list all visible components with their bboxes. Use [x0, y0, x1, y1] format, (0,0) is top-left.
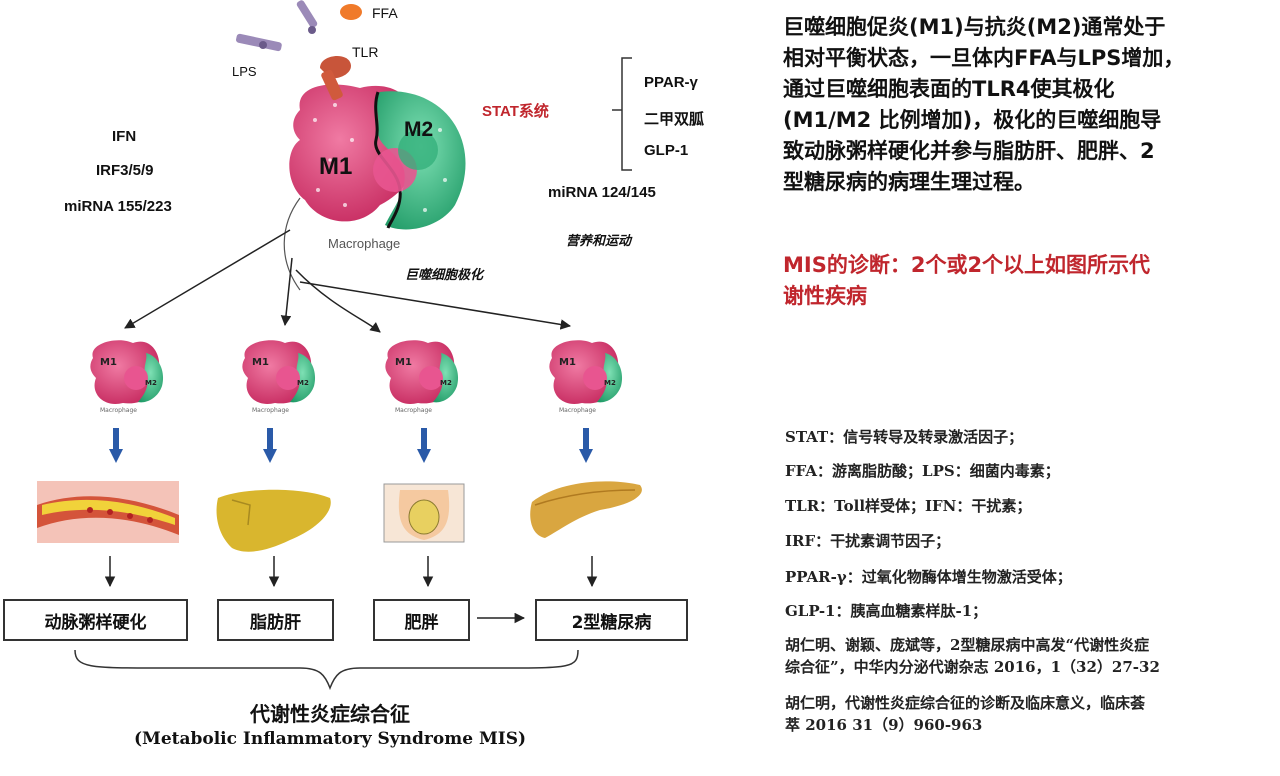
glossary-ffa-lps: FFA：游离脂肪酸；LPS：细菌内毒素； — [785, 462, 1060, 480]
macrophage-main — [289, 56, 466, 230]
small-m1-label: M1 — [100, 357, 117, 368]
left-factor-mirna: miRNA 155/223 — [64, 198, 172, 215]
macrophage-label: Macrophage — [328, 236, 401, 251]
reference-line: 胡仁明、谢颖、庞斌等，2型糖尿病中高发“代谢性炎症 — [785, 636, 1150, 654]
outcome-atherosclerosis: 动脉粥样硬化 — [3, 599, 188, 641]
reference-line: 萃 2016 31（9）960-963 — [785, 716, 983, 734]
description-paragraph: 巨噬细胞促炎(M1)与抗炎(M2)通常处于 相对平衡状态，一旦体内FFA与LPS… — [783, 12, 1253, 198]
right-factor-ppar: PPAR-γ — [644, 74, 698, 91]
small-m1-label: M1 — [395, 357, 412, 368]
mirna-right-label: miRNA 124/145 — [548, 184, 656, 201]
small-mac-label: Macrophage — [559, 407, 596, 414]
right-factor-glp1: GLP-1 — [644, 142, 689, 159]
small-m1-label: M1 — [252, 357, 269, 368]
reference-1: 胡仁明、谢颖、庞斌等，2型糖尿病中高发“代谢性炎症 综合征”，中华内分泌代谢杂志… — [785, 634, 1255, 678]
m2-label: M2 — [404, 118, 434, 141]
small-mac-label: Macrophage — [252, 407, 289, 414]
outcome-fatty-liver: 脂肪肝 — [217, 599, 334, 641]
tlr-label: TLR — [352, 44, 379, 60]
description-line: (M1/M2 比例增加)，极化的巨噬细胞导 — [783, 108, 1162, 132]
reference-line: 胡仁明，代谢性炎症综合征的诊断及临床意义，临床荟 — [785, 694, 1146, 712]
glossary-irf: IRF：干扰素调节因子； — [785, 532, 951, 550]
outcome-t2dm: 2型糖尿病 — [535, 599, 688, 641]
diagnosis-paragraph: MIS的诊断：2个或2个以上如图所示代 谢性疾病 — [783, 250, 1253, 312]
polarization-label: 巨噬细胞极化 — [405, 268, 484, 283]
small-mac-label: Macrophage — [100, 407, 137, 414]
syndrome-brace — [74, 649, 579, 691]
small-macrophage-3: M1 M2 Macrophage — [385, 340, 459, 414]
small-macrophage-2: M1 M2 Macrophage — [242, 340, 316, 414]
right-factor-metformin: 二甲双胍 — [644, 111, 705, 128]
syndrome-title: 代谢性炎症综合征 — [250, 702, 410, 726]
small-m2-label: M2 — [297, 379, 309, 387]
description-line: 相对平衡状态，一旦体内FFA与LPS增加， — [783, 46, 1185, 70]
outcome-obesity: 肥胖 — [373, 599, 470, 641]
small-m2-label: M2 — [145, 379, 157, 387]
glossary-ppar: PPAR-γ：过氧化物酶体增生物激活受体； — [785, 568, 1072, 586]
description-line: 型糖尿病的病理生理过程。 — [783, 170, 1035, 194]
lps-label: LPS — [232, 64, 257, 79]
stat-label: STAT系统 — [482, 103, 549, 120]
pancreas-illustration — [530, 481, 642, 538]
lps-icon — [236, 0, 318, 52]
left-factor-ifn: IFN — [112, 128, 137, 145]
artery-illustration — [37, 481, 179, 543]
small-mac-label: Macrophage — [395, 407, 432, 414]
small-macrophage-4: M1 M2 Macrophage — [549, 340, 623, 414]
ffa-label: FFA — [372, 5, 398, 21]
m1-label: M1 — [319, 153, 353, 180]
description-line: 巨噬细胞促炎(M1)与抗炎(M2)通常处于 — [783, 15, 1166, 39]
obesity-illustration — [383, 483, 465, 543]
nutrition-label: 营养和运动 — [566, 234, 632, 249]
glossary-stat: STAT：信号转导及转录激活因子； — [785, 428, 1024, 446]
diagram-canvas: M1 M2 Macrophage M1 M2 Macrophage M1 M2 … — [37, 0, 642, 691]
small-m2-label: M2 — [604, 379, 616, 387]
small-m2-label: M2 — [440, 379, 452, 387]
diagnosis-line: MIS的诊断：2个或2个以上如图所示代 — [783, 253, 1151, 277]
small-macrophage-1: M1 M2 Macrophage — [90, 340, 164, 414]
glossary-tlr-ifn: TLR：Toll样受体；IFN：干扰素； — [785, 497, 1032, 515]
liver-illustration — [216, 489, 331, 552]
reference-2: 胡仁明，代谢性炎症综合征的诊断及临床意义，临床荟 萃 2016 31（9）960… — [785, 692, 1255, 736]
diagnosis-line: 谢性疾病 — [783, 284, 867, 308]
small-m1-label: M1 — [559, 357, 576, 368]
left-factor-irf: IRF3/5/9 — [96, 162, 154, 179]
tlr-receptor-icon — [320, 56, 351, 101]
blue-down-arrow — [109, 428, 593, 463]
reference-line: 综合征”，中华内分泌代谢杂志 2016，1（32）27-32 — [785, 658, 1160, 676]
description-line: 致动脉粥样硬化并参与脂肪肝、肥胖、2 — [783, 139, 1155, 163]
ffa-icon — [340, 4, 362, 20]
syndrome-subtitle: (Metabolic Inflammatory Syndrome MIS) — [133, 729, 527, 749]
right-factors-bracket — [612, 57, 632, 171]
description-line: 通过巨噬细胞表面的TLR4使其极化 — [783, 77, 1115, 101]
glossary-glp1: GLP-1：胰高血糖素样肽-1； — [785, 602, 988, 620]
